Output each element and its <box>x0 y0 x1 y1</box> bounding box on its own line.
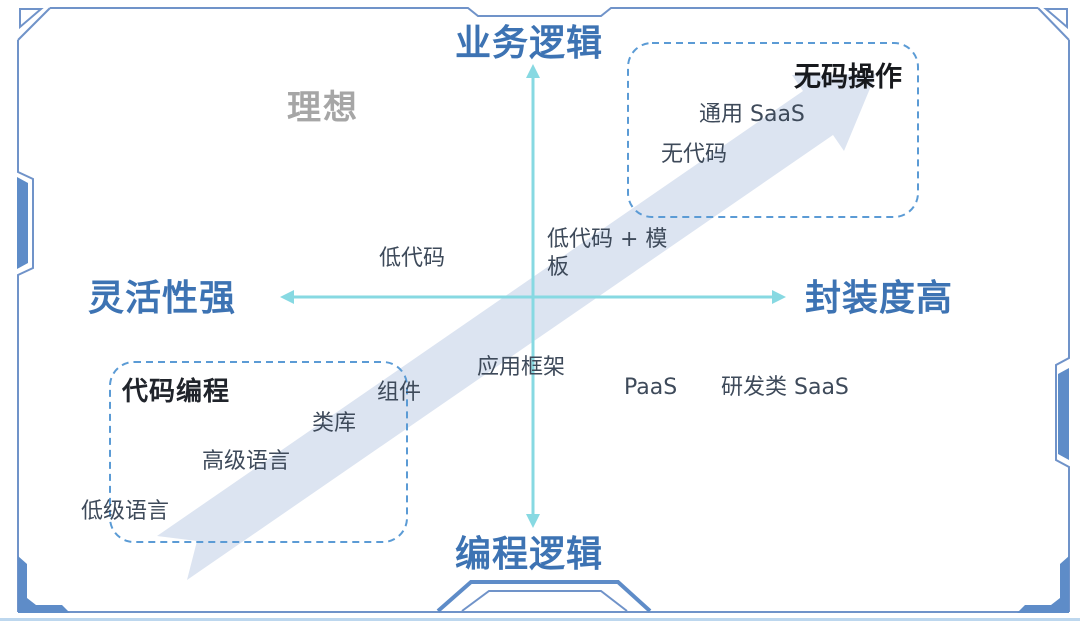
item-paas: PaaS <box>624 375 678 400</box>
tech-frame-fills <box>0 177 1080 621</box>
corner-notch-top-left <box>19 8 44 30</box>
item-high-level-language: 高级语言 <box>202 449 291 474</box>
corner-notch-top-right <box>1043 8 1068 30</box>
cluster-boxes <box>109 42 919 543</box>
left-side-bar <box>17 177 28 269</box>
item-rd-saas: 研发类 SaaS <box>721 375 849 400</box>
code-programming-label: 代码编程 <box>122 377 231 407</box>
no-code-ops-label: 无码操作 <box>794 62 902 93</box>
item-component: 组件 <box>377 380 422 405</box>
item-class-library: 类库 <box>312 411 357 436</box>
item-app-framework: 应用框架 <box>477 355 566 380</box>
axis-label-left: 灵活性强 <box>88 278 237 319</box>
no-code-cluster-box <box>627 42 919 218</box>
item-general-saas: 通用 SaaS <box>699 102 805 127</box>
axis-arrowhead-left <box>280 290 294 304</box>
item-low-level-language: 低级语言 <box>81 499 170 524</box>
item-low-code-template: 低代码 + 模板 <box>547 227 668 280</box>
right-side-bar <box>1058 368 1069 460</box>
tech-frame-border <box>17 7 1070 613</box>
axis-arrowhead-right <box>772 290 786 304</box>
item-low-code: 低代码 <box>379 246 446 271</box>
ideal-label: 理想 <box>287 88 359 128</box>
bottom-strip <box>0 618 1080 621</box>
corner-accent-bottom-left <box>18 556 70 613</box>
axis-arrowhead-up <box>526 64 540 78</box>
axes <box>280 64 786 528</box>
axis-label-top: 业务逻辑 <box>455 23 604 64</box>
axis-label-right: 封装度高 <box>805 278 954 319</box>
item-no-code: 无代码 <box>661 142 728 167</box>
corner-accent-bottom-right <box>1017 556 1069 613</box>
axis-label-bottom: 编程逻辑 <box>455 534 604 575</box>
trend-arrow <box>157 74 876 580</box>
axis-arrowhead-down <box>526 514 540 528</box>
code-cluster-box <box>109 361 408 543</box>
bottom-trapezoid-outer <box>436 580 652 613</box>
bottom-trapezoid-inner <box>461 590 628 612</box>
